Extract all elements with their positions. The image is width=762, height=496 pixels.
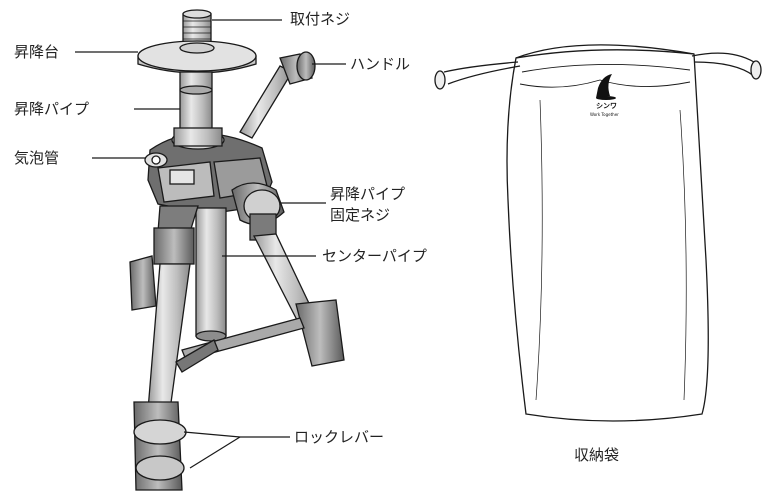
leg-right bbox=[249, 213, 345, 367]
label-lock-lever: ロックレバー bbox=[294, 428, 385, 446]
leader-lines bbox=[75, 19, 346, 469]
label-lift-pipe: 昇降パイプ bbox=[14, 100, 90, 118]
bag-logo-mark bbox=[596, 74, 616, 100]
storage-bag bbox=[434, 44, 762, 422]
label-lift-pipe-lock-line1: 昇降パイプ bbox=[330, 185, 406, 203]
handle bbox=[239, 51, 316, 139]
leg-left bbox=[133, 205, 199, 491]
label-storage-bag: 収納袋 bbox=[574, 446, 620, 464]
label-handle: ハンドル bbox=[350, 55, 411, 73]
label-bubble-level: 気泡管 bbox=[14, 149, 60, 167]
label-mount-screw: 取付ネジ bbox=[290, 10, 351, 28]
mount-screw bbox=[182, 9, 212, 45]
tripod bbox=[129, 9, 345, 491]
center-pipe bbox=[195, 207, 227, 337]
bag-logo-tagline: Work Together bbox=[590, 112, 619, 117]
lift-plate bbox=[137, 40, 257, 74]
label-center-pipe: センターパイプ bbox=[322, 247, 427, 265]
leg-back bbox=[129, 255, 157, 311]
label-lift-plate: 昇降台 bbox=[14, 43, 60, 61]
bag-logo-brand: シンワ bbox=[596, 102, 617, 110]
label-lift-pipe-lock-line2: 固定ネジ bbox=[330, 206, 391, 224]
